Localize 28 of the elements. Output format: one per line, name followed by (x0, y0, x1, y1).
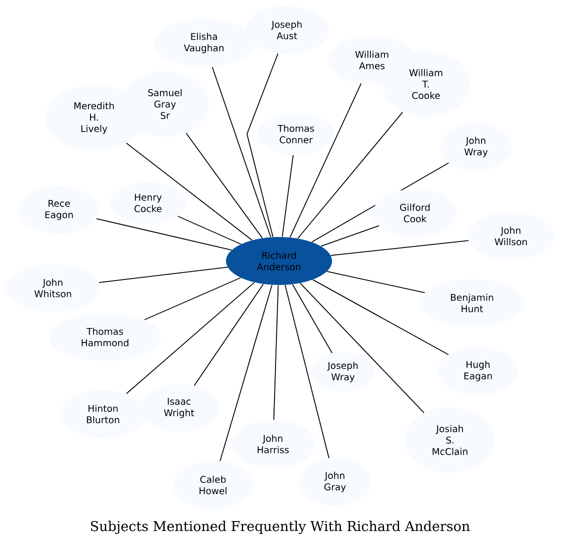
connector-line (320, 225, 380, 247)
chart-title: Subjects Mentioned Frequently With Richard Anderson (91, 520, 470, 534)
connector-line (220, 284, 272, 462)
node-label: Joseph Aust (271, 20, 302, 40)
connector-line (246, 53, 278, 238)
connector-line (282, 154, 294, 238)
connector-line (194, 284, 264, 386)
node-label: Hinton Blurton (86, 404, 120, 424)
node-label: Meredith H. Lively (74, 102, 114, 134)
node-label: Elisha Vaughan (184, 32, 224, 54)
connector-line (126, 142, 252, 241)
connector-line (212, 66, 272, 238)
connector-line (290, 83, 362, 238)
connector-line (186, 132, 263, 238)
node-label: Samuel Gray Sr (148, 89, 182, 119)
connector-line (292, 284, 332, 354)
connector-line (326, 271, 426, 294)
connector-line (98, 266, 228, 283)
connector-line (300, 282, 424, 414)
connector-line (177, 216, 242, 245)
connector-line (330, 240, 470, 256)
connector-line (273, 284, 279, 420)
connector-line (126, 282, 255, 394)
connector-line (96, 218, 232, 250)
connector-line (297, 112, 404, 239)
connector-line (144, 277, 242, 320)
connector-line (312, 279, 449, 356)
connector-line (284, 284, 330, 459)
